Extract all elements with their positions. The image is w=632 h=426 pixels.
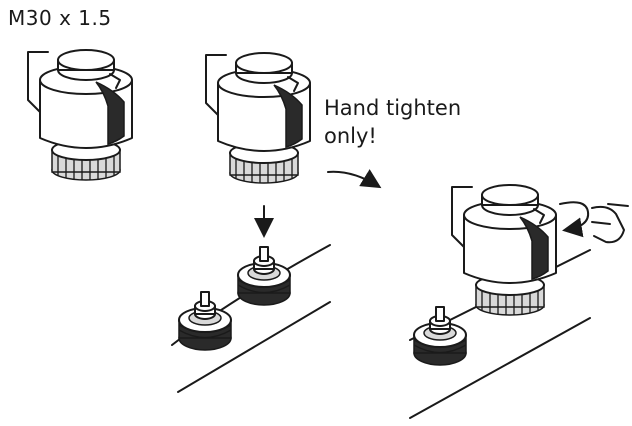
- instruction-text: Hand tighten only!: [324, 94, 461, 150]
- curved-arrow-icon: [327, 169, 382, 189]
- valve-icon: [178, 291, 232, 351]
- valve-icon: [237, 246, 291, 306]
- rotate-arrow-icon: [559, 201, 590, 238]
- thread-size-label: M30 x 1.5: [8, 6, 112, 30]
- hand-icon: [591, 203, 629, 244]
- actuator-icon: [451, 184, 557, 316]
- actuator-icon: [27, 49, 133, 181]
- instruction-line-1: Hand tighten: [324, 96, 462, 120]
- actuator-icon: [205, 52, 311, 184]
- instruction-line-2: only!: [324, 124, 377, 148]
